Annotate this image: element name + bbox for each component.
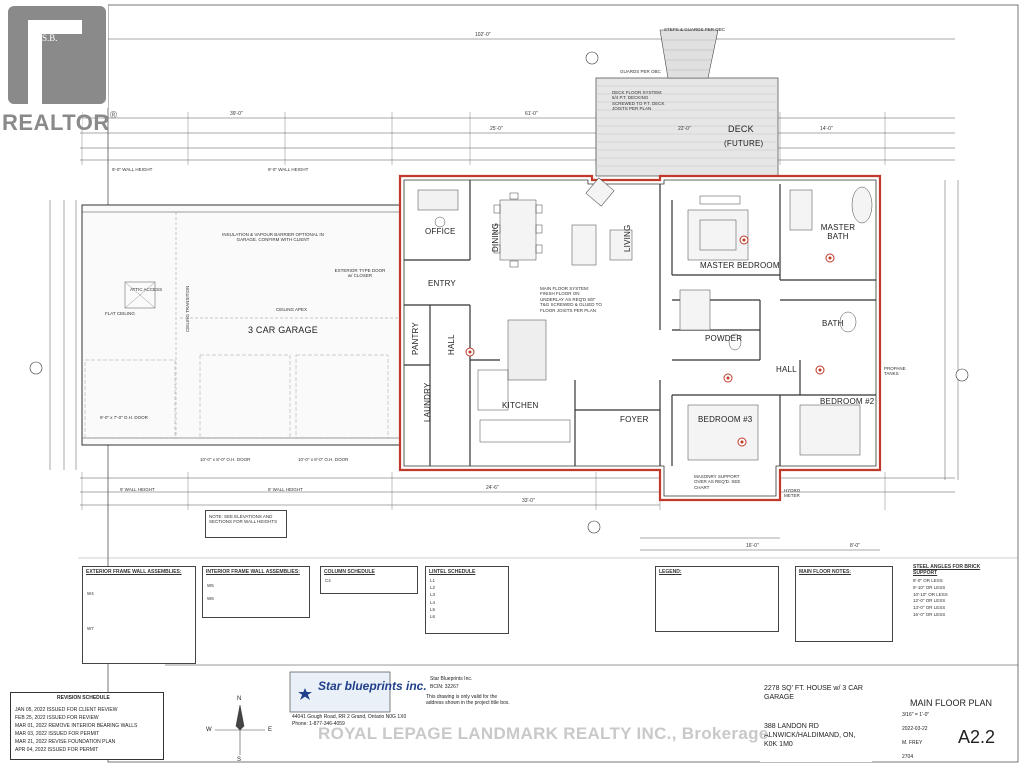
compass-e: E [268, 727, 273, 733]
revision-schedule: REVISION SCHEDULE JAN 05, 2022 ISSUED FO… [10, 692, 164, 760]
attic-access [124, 281, 156, 309]
room-bedroom-2: BEDROOM #2 [820, 397, 875, 406]
fixtures [417, 177, 873, 461]
note-wall-height-3: 9' WALL HEIGHT [120, 487, 155, 492]
project-title-box: 2278 SQ' FT. HOUSE w/ 3 CAR GARAGE 388 L… [760, 672, 872, 762]
compass-rose [215, 704, 265, 755]
room-office: OFFICE [425, 227, 456, 236]
drawn-by: M. FREY [902, 740, 923, 746]
note-hydro: HYDRO METER [784, 488, 801, 499]
room-laundry: LAUNDRY [423, 382, 432, 423]
steel-angles-table: STEEL ANGLES FOR BRICK SUPPORT 8'-0" OR … [910, 562, 1006, 622]
dim-61: 61'-0" [525, 111, 538, 117]
note-box: NOTE: SEE ELEVATIONS AND SECTIONS FOR WA… [205, 510, 287, 538]
dim-14: 14'-0" [820, 126, 833, 132]
exterior-wall-schedule: EXTERIOR FRAME WALL ASSEMBLIES: W4 W7 [82, 566, 196, 664]
garage [81, 204, 401, 446]
dim-8: 8'-0" [850, 543, 860, 549]
main-floor-notes: MAIN FLOOR NOTES: [795, 566, 893, 642]
company-name: Star Blueprints Inc. [430, 676, 473, 682]
room-bedroom-3: BEDROOM #3 [698, 415, 753, 424]
company-bcin: BCIN: 32267 [430, 684, 459, 690]
corner-mark: S.B. [42, 33, 58, 43]
room-foyer: FOYER [620, 415, 649, 424]
drawing-title-box: MAIN FLOOR PLAN [872, 690, 1014, 710]
note-attic-access: ATTIC ACCESS [130, 287, 163, 292]
compass-s: S [237, 757, 242, 763]
room-deck: DECK [728, 124, 754, 134]
note-masonry: MASONRY SUPPORT OVER AS REQ'D. SEE CHART [694, 474, 741, 490]
interior-wall-schedule: INTERIOR FRAME WALL ASSEMBLIES: W5 W6 [202, 566, 310, 618]
star-logo-icon [298, 688, 312, 700]
note-steps: STEPS & GUARDS PER OBC [664, 27, 726, 32]
note-garage-insulation: INSULATION & VAPOUR BARRIER OPTIONAL IN … [222, 232, 324, 243]
note-ceiling-transition: CEILING TRANSITION [185, 285, 190, 332]
column-schedule: COLUMN SCHEDULE C4 [320, 566, 418, 594]
room-entry: ENTRY [428, 279, 456, 288]
room-hall-main: HALL [447, 334, 456, 355]
dim-22: 22'-0" [678, 126, 691, 132]
note-flat-ceiling: FLAT CEILING [105, 311, 135, 316]
room-garage: 3 CAR GARAGE [248, 325, 318, 335]
room-powder: POWDER [705, 334, 743, 343]
smoke-detectors [465, 235, 835, 447]
interior-walls [404, 180, 876, 466]
deck-steps [659, 29, 719, 79]
sheet-number: A2.2 [958, 727, 996, 747]
room-hall-east: HALL [776, 365, 797, 374]
compass-w: W [206, 727, 212, 733]
note-wall-height-4: 8' WALL HEIGHT [268, 487, 303, 492]
dim-33: 33'-0" [522, 498, 535, 504]
job-number: 2704 [902, 754, 914, 760]
note-wall-height-1: 9'-0" WALL HEIGHT [112, 167, 153, 172]
dim-25: 25'-0" [490, 126, 503, 132]
note-garage-door-1: 10'-0" x 8'-0" O.H. DOOR [200, 457, 251, 462]
room-deck-future: (FUTURE) [724, 139, 764, 148]
compass-n: N [237, 696, 242, 702]
deck [595, 29, 779, 177]
note-garage-door-3: 9'-0" x 7'-0" O.H. DOOR [100, 415, 148, 420]
note-guards: GUARDS PER OBC [620, 69, 661, 74]
section-markers [29, 51, 969, 534]
note-deck-floor-system: DECK FLOOR SYSTEM: 5/4 P.T. DECKING SCRE… [612, 90, 665, 112]
note-propane: PROPANE TANKS [884, 366, 906, 377]
dim-39: 39'-0" [230, 111, 243, 117]
validity-note: This drawing is only valid for the addre… [426, 694, 510, 706]
company-logo: Star blueprints inc. [318, 679, 427, 693]
note-main-floor-system: MAIN FLOOR SYSTEM: FINISH FLOOR ON UNDER… [540, 286, 602, 313]
note-wall-height-2: 9'-0" WALL HEIGHT [268, 167, 309, 172]
scale: 3/16" = 1'-0" [902, 712, 930, 718]
room-kitchen: KITCHEN [502, 401, 539, 410]
note-ceiling-apex: CEILING APEX [276, 307, 308, 312]
realtor-r-icon: S.B. [8, 6, 106, 126]
room-master-bedroom: MASTER BEDROOM [700, 261, 780, 270]
legend-table: LEGEND: [655, 566, 779, 632]
brokerage-watermark: ROYAL LEPAGE LANDMARK REALTY INC., Broke… [318, 724, 769, 743]
room-living: LIVING [623, 224, 632, 252]
company-phone: Phone: 1-877-346-4059 [292, 721, 345, 727]
room-bath: BATH [822, 319, 844, 328]
room-master-bath: MASTER BATH [820, 223, 856, 241]
note-exterior-door: EXTERIOR TYPE DOOR w/ CLOSER [334, 268, 386, 279]
dim-16: 16'-0" [746, 543, 759, 549]
room-pantry: PANTRY [411, 322, 420, 355]
dim-24-6: 24'-6" [486, 485, 499, 491]
room-dining: DINING [491, 222, 500, 252]
realtor-logo: S.B. [0, 0, 108, 126]
dim-overall: 102'-0" [475, 32, 491, 38]
realtor-wordmark: REALTOR® [2, 110, 118, 135]
date: 2022-03-22 [902, 726, 928, 732]
company-address: 44041 Gough Road, RR 2 Grand, Ontario N0… [292, 714, 407, 720]
note-garage-door-2: 10'-0" x 8'-0" O.H. DOOR [298, 457, 349, 462]
dimension-lines [49, 38, 959, 551]
